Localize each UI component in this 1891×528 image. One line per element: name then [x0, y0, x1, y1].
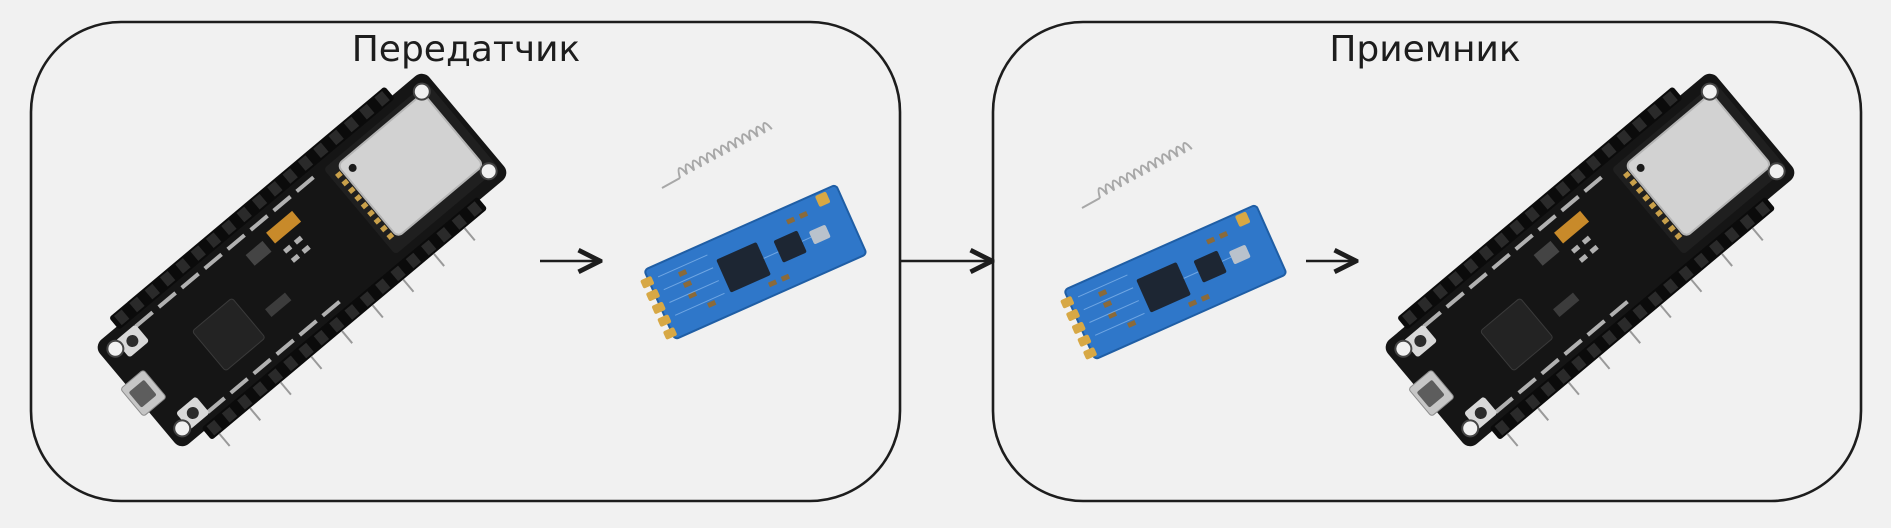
- transmitter-panel: Передатчик: [29, 20, 902, 503]
- transmitter-radio-module: [635, 120, 868, 344]
- receiver-title: Приемник: [1329, 29, 1520, 70]
- receiver-frame: [991, 20, 1863, 503]
- receiver-esp32-board: [1367, 59, 1818, 478]
- receiver-radio-module: [1055, 140, 1288, 364]
- receiver-panel: Приемник: [991, 20, 1863, 503]
- transmitter-title: Передатчик: [352, 29, 581, 70]
- transmitter-esp32-board: [79, 59, 530, 478]
